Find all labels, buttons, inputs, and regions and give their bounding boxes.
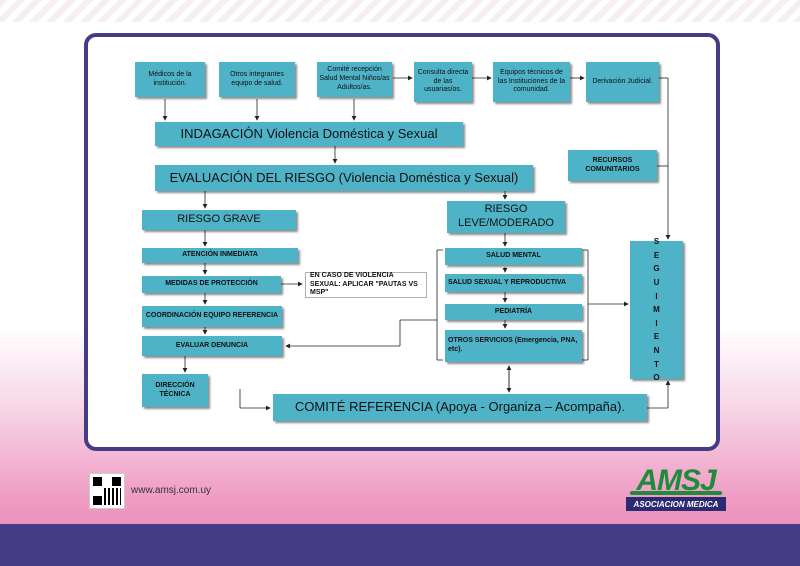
source-otros-integrantes: Otros integrantes equipo de salud.: [219, 62, 295, 97]
indagacion-box: INDAGACIÓN Violencia Doméstica y Sexual: [155, 122, 463, 146]
evaluacion-riesgo-box: EVALUACIÓN DEL RIESGO (Violencia Domésti…: [155, 165, 533, 191]
footer-band: [0, 524, 800, 566]
qr-code: [89, 473, 125, 509]
amsj-logo: AMSJ ASOCIACION MEDICA: [626, 464, 726, 514]
website-link[interactable]: www.amsj.com.uy: [131, 485, 212, 496]
violencia-sexual-note: EN CASO DE VIOLENCIA SEXUAL: APLICAR "PA…: [305, 272, 427, 298]
riesgo-leve-moderado-box: RIESGO LEVE/MODERADO: [447, 201, 565, 233]
source-medicos: Médicos de la institución.: [135, 62, 205, 97]
evaluar-denuncia-box: EVALUAR DENUNCIA: [142, 336, 282, 356]
comite-referencia-box: COMITÉ REFERENCIA (Apoya - Organiza – Ac…: [273, 394, 647, 421]
coordinacion-equipo-box: COORDINACIÓN EQUIPO REFERENCIA: [142, 306, 282, 327]
top-decorative-stripe: [0, 0, 800, 22]
logo-subtitle: ASOCIACION MEDICA: [626, 497, 726, 511]
medidas-proteccion-box: MEDIDAS DE PROTECCIÓN: [142, 276, 281, 293]
source-comite-recepcion: Comité recepción Salud Mental Niños/as A…: [317, 62, 392, 97]
otros-servicios-box: OTROS SERVICIOS (Emergencia, PNA, etc).: [445, 330, 582, 362]
atencion-inmediata-box: ATENCIÓN INMEDIATA: [142, 248, 298, 263]
source-equipos-tecnicos: Equipos técnicos de las Instituciones de…: [493, 62, 570, 102]
direccion-tecnica-box: DIRECCIÓN TÉCNICA: [142, 374, 208, 407]
salud-sexual-box: SALUD SEXUAL Y REPRODUCTIVA: [445, 274, 582, 292]
source-derivacion-judicial: Derivación Judicial.: [586, 62, 659, 102]
recursos-comunitarios-box: RECURSOS COMUNITARIOS: [568, 150, 657, 181]
riesgo-grave-box: RIESGO GRAVE: [142, 210, 296, 230]
source-consulta-directa: Consulta directa de las usuarias/os.: [414, 62, 472, 102]
pediatria-box: PEDIATRÍA: [445, 304, 582, 320]
salud-mental-box: SALUD MENTAL: [445, 248, 582, 265]
